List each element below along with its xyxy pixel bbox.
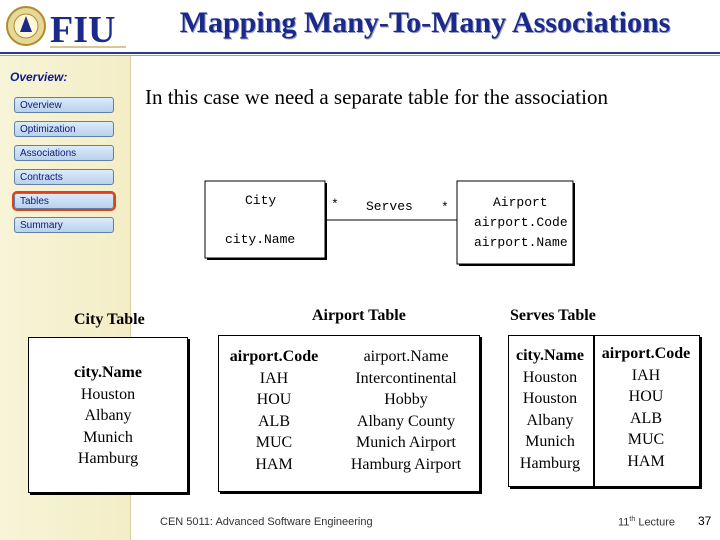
footer-lecture-suffix: th xyxy=(629,516,636,523)
table-cell: MUC xyxy=(255,434,293,451)
association-name: Serves xyxy=(366,199,413,214)
table-cell: HAM xyxy=(627,452,665,470)
airport-table: airport.Code IAH HOU ALB MUC HAM airport… xyxy=(218,335,480,492)
table-cell: Munich Airport xyxy=(356,434,456,451)
sidebar-item-tables[interactable]: Tables xyxy=(12,191,116,211)
table-cell: Albany xyxy=(526,411,574,429)
table-cell: IAH xyxy=(259,369,289,387)
serves-table-right xyxy=(594,335,700,487)
sidebar-item-associations[interactable]: Associations xyxy=(14,145,114,161)
header-rule xyxy=(0,52,720,54)
table-cell: Munich xyxy=(83,428,133,446)
page-number: 37 xyxy=(698,514,712,528)
table-cell: Hobby xyxy=(384,391,428,408)
svg-text:FIU: FIU xyxy=(50,9,115,51)
city-table: city.Name Houston Albany Munich Hamburg xyxy=(28,337,188,493)
city-table-title: City Table xyxy=(74,311,145,328)
table-cell: HOU xyxy=(628,388,664,405)
airport-class-shadow-bottom xyxy=(459,264,575,266)
table-cell: Hamburg xyxy=(77,450,139,467)
airport-code-header: airport.Code xyxy=(229,348,319,365)
table-cell: MUC xyxy=(627,431,665,448)
airport-name-header: airport.Name xyxy=(363,348,449,365)
table-cell: IAH xyxy=(631,366,661,384)
sidebar-item-optimization[interactable]: Optimization xyxy=(14,121,114,137)
left-multiplicity: * xyxy=(331,197,339,212)
table-cell: ALB xyxy=(258,412,290,430)
table-cell: ALB xyxy=(630,409,662,427)
city-class-shadow-bottom xyxy=(207,258,327,260)
slide-title: Mapping Many-To-Many Associations xyxy=(179,6,671,39)
right-multiplicity: * xyxy=(441,200,449,215)
serves-table-left xyxy=(508,335,594,487)
city-class-name: City xyxy=(245,193,276,208)
airport-name-column: airport.Name Intercontinental Hobby Alba… xyxy=(337,346,475,475)
serves-airport-column: airport.Code IAH HOU ALB MUC HAM xyxy=(594,343,698,472)
table-cell: Munich xyxy=(525,433,575,450)
footer-lecture: 11th Lecture xyxy=(618,516,675,529)
city-table-header: city.Name xyxy=(74,364,142,381)
table-cell: Hamburg Airport xyxy=(350,455,462,473)
sidebar-item-summary[interactable]: Summary xyxy=(14,217,114,233)
table-cell: Hamburg xyxy=(519,454,581,472)
airport-class-shadow xyxy=(573,183,575,266)
table-cell: Intercontinental xyxy=(355,369,457,387)
sidebar-heading: Overview: xyxy=(10,70,68,84)
airport-class-attribute-code: airport.Code xyxy=(474,215,568,230)
serves-airport-header: airport.Code xyxy=(601,345,691,362)
intro-text: In this case we need a separate table fo… xyxy=(145,85,608,109)
footer-lecture-number: 11 xyxy=(618,516,630,529)
airport-code-column: airport.Code IAH HOU ALB MUC HAM xyxy=(221,346,327,475)
table-cell: HOU xyxy=(256,391,292,408)
table-cell: HAM xyxy=(255,455,293,473)
serves-city-column: city.Name Houston Houston Albany Munich … xyxy=(508,345,592,474)
airport-table-title: Airport Table xyxy=(312,307,406,324)
sidebar-item-contracts[interactable]: Contracts xyxy=(14,169,114,185)
sidebar-item-overview[interactable]: Overview xyxy=(14,97,114,113)
footer-lecture-word: Lecture xyxy=(635,516,676,529)
table-cell: Albany xyxy=(84,407,132,424)
serves-city-header: city.Name xyxy=(516,347,584,364)
table-cell: Houston xyxy=(80,385,136,403)
city-table-column: city.Name Houston Albany Munich Hamburg xyxy=(29,362,187,470)
serves-table-title: Serves Table xyxy=(510,307,596,324)
table-cell: Houston xyxy=(522,368,578,386)
airport-class-attribute-name: airport.Name xyxy=(474,235,568,250)
airport-class-name: Airport xyxy=(493,195,548,210)
footer-course: CEN 5011: Advanced Software Engineering xyxy=(160,516,373,528)
table-cell: Houston xyxy=(522,390,578,407)
table-cell: Albany County xyxy=(356,412,456,430)
airport-class-box xyxy=(456,180,574,265)
fiu-logo: FIU xyxy=(4,2,128,52)
city-class-attribute: city.Name xyxy=(225,232,295,247)
city-class-shadow xyxy=(325,183,327,260)
city-class-box xyxy=(204,180,326,259)
header-accent-rule xyxy=(0,55,720,56)
